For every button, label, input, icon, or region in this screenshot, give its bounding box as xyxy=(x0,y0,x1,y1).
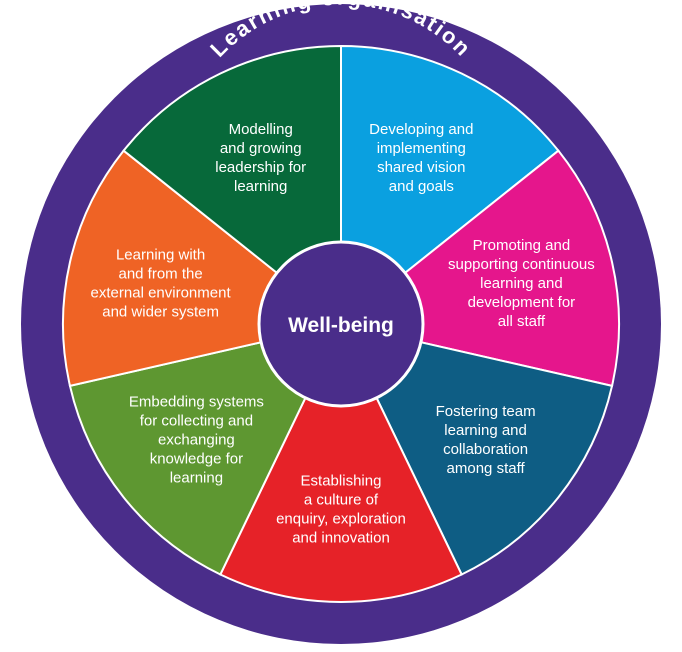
segment-label-4: Establishing a culture of enquiry, explora… xyxy=(276,473,406,547)
labels-group: Developing and implementing shared vision a… xyxy=(91,121,595,547)
segment-label-line: learning xyxy=(170,469,223,486)
segment-label-line: leadership for xyxy=(215,159,306,176)
segment-label-line: Developing and xyxy=(369,121,473,138)
segment-label-line: Establishing xyxy=(301,473,382,490)
segment-label-6: Learning with and from the external enviro… xyxy=(91,246,232,320)
segment-label-line: implementing xyxy=(377,140,466,157)
center-label: Well-being xyxy=(288,314,394,337)
segment-label-line: Learning with xyxy=(116,246,205,263)
segment-label-line: learning and xyxy=(480,275,563,292)
segment-1 xyxy=(340,44,560,327)
segment-label-line: and growing xyxy=(220,140,302,157)
segment-4 xyxy=(219,321,463,604)
segment-label-line: collaboration xyxy=(443,441,528,458)
segment-5 xyxy=(68,322,343,576)
segment-label-line: among staff xyxy=(447,460,526,477)
segment-label-line: and goals xyxy=(389,178,454,195)
segment-label-line: Embedding systems xyxy=(129,393,264,410)
segment-label-line: external environment xyxy=(91,284,232,301)
segment-label-2: Promoting and supporting continuous learni… xyxy=(448,237,595,330)
segment-7 xyxy=(122,44,342,327)
segment-label-line: Promoting and xyxy=(473,237,571,254)
segment-label-1: Developing and implementing shared vision a… xyxy=(369,121,473,195)
segment-3 xyxy=(339,322,614,576)
segment-label-line: learning xyxy=(234,178,287,195)
segment-label-line: enquiry, exploration xyxy=(276,511,406,528)
segment-label-line: shared vision xyxy=(377,159,465,176)
segment-label-line: Fostering team xyxy=(436,403,536,420)
segment-label-line: Modelling xyxy=(229,121,293,138)
segment-label-line: and innovation xyxy=(292,530,390,547)
segment-label-line: and from the xyxy=(118,265,202,282)
segment-label-5: Embedding systems for collecting and excha… xyxy=(129,393,264,486)
segment-label-line: development for xyxy=(468,294,576,311)
segments-group xyxy=(62,44,620,604)
segment-label-line: supporting continuous xyxy=(448,256,595,273)
segment-label-line: exchanging xyxy=(158,431,235,448)
segment-label-line: learning and xyxy=(444,422,527,439)
segment-label-line: all staff xyxy=(498,313,546,330)
segment-label-line: a culture of xyxy=(304,492,379,509)
segment-label-line: knowledge for xyxy=(150,450,243,467)
segment-label-line: and wider system xyxy=(102,303,219,320)
center-circle xyxy=(257,240,425,408)
segment-label-line: for collecting and xyxy=(140,412,253,429)
segment-label-7: Modelling and growing leadership for learni… xyxy=(215,121,306,195)
segment-label-3: Fostering team learning and collaboration a… xyxy=(436,403,536,477)
